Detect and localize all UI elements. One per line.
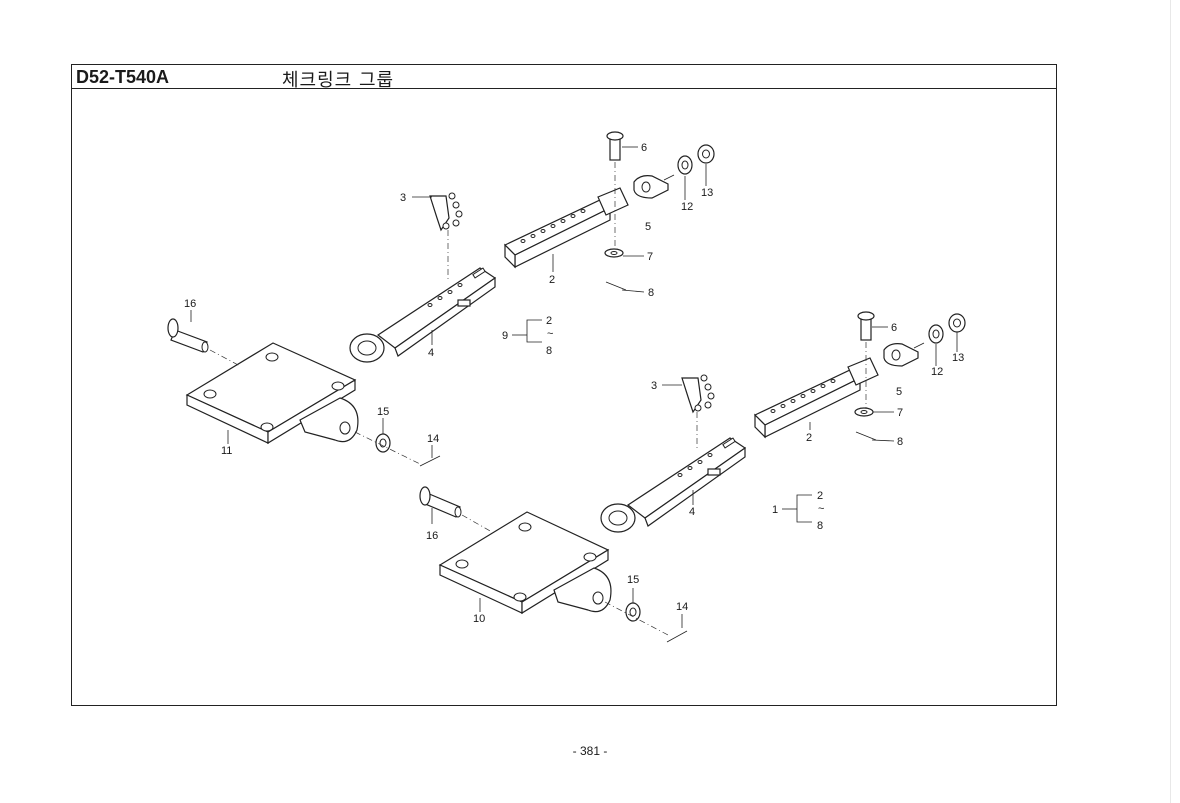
callout-13: 13 <box>952 352 964 364</box>
callout-range-start: 2 <box>546 315 552 327</box>
washer-15 <box>625 602 641 622</box>
part-group-title: 체크링크 그룹 <box>282 70 395 91</box>
callout-range-tilde: ~ <box>547 328 553 340</box>
clevis-pin-6 <box>606 131 624 250</box>
clevis-pin-16 <box>167 318 241 367</box>
eye-bolt-5 <box>883 342 925 367</box>
callout-8: 8 <box>897 436 903 448</box>
callout-16: 16 <box>426 530 438 542</box>
split-pin-8 <box>605 281 627 291</box>
callout-2: 2 <box>549 274 555 286</box>
callout-15: 15 <box>377 406 389 418</box>
nut-13 <box>697 144 715 164</box>
callout-13: 13 <box>701 187 713 199</box>
callout-9: 9 <box>502 330 508 342</box>
callout-range-tilde: ~ <box>818 503 824 515</box>
callout-5: 5 <box>645 221 651 233</box>
title-block: D52-T540A 체크링크 그룹 <box>72 65 1056 91</box>
washer-7 <box>604 248 624 258</box>
callout-5: 5 <box>896 386 902 398</box>
chain-hook-3 <box>681 374 715 450</box>
inner-tube-2 <box>753 357 879 439</box>
part-group-code: D52-T540A <box>76 67 170 87</box>
callout-range-end: 8 <box>546 345 552 357</box>
clevis-pin-16 <box>419 486 493 533</box>
check-link-body-4 <box>600 437 747 533</box>
inner-tube-2 <box>503 187 629 269</box>
nut-13 <box>948 313 966 333</box>
callout-7: 7 <box>897 407 903 419</box>
callout-14: 14 <box>427 433 439 445</box>
callout-6: 6 <box>641 142 647 154</box>
callout-labels-lower: 16 10 15 14 3 4 2 6 12 13 5 7 8 1 2 ~ 8 <box>426 322 964 625</box>
callout-3: 3 <box>651 380 657 392</box>
mounting-bracket-10 <box>438 511 612 615</box>
callout-4: 4 <box>689 506 695 518</box>
callout-6: 6 <box>891 322 897 334</box>
callout-range-end: 8 <box>817 520 823 532</box>
washer-7 <box>854 407 874 417</box>
clevis-pin-6 <box>857 311 875 408</box>
page-number: - 381 - <box>572 744 608 758</box>
split-pin-14 <box>354 431 441 467</box>
callout-10: 10 <box>473 613 485 625</box>
callout-14: 14 <box>676 601 688 613</box>
callout-1: 1 <box>772 504 778 516</box>
page-edge-line <box>1170 0 1171 803</box>
washer-12 <box>928 324 944 344</box>
mounting-bracket-11 <box>185 342 359 445</box>
callout-7: 7 <box>647 251 653 263</box>
split-pin-14 <box>604 601 688 643</box>
callout-15: 15 <box>627 574 639 586</box>
callout-range-start: 2 <box>817 490 823 502</box>
callout-4: 4 <box>428 347 434 359</box>
callout-12: 12 <box>681 201 693 213</box>
drawing-frame: D52-T540A 체크링크 그룹 <box>71 64 1057 706</box>
chain-hook-3 <box>429 192 463 280</box>
split-pin-8 <box>855 431 877 441</box>
callout-8: 8 <box>648 287 654 299</box>
check-link-body-4 <box>349 267 497 363</box>
washer-15 <box>375 433 391 453</box>
callout-3: 3 <box>400 192 406 204</box>
washer-12 <box>677 155 693 175</box>
eye-bolt-5 <box>633 174 675 199</box>
callout-16: 16 <box>184 298 196 310</box>
callout-2: 2 <box>806 432 812 444</box>
callout-labels-upper: 16 11 15 14 3 4 2 6 12 13 5 7 8 9 2 ~ 8 <box>184 142 713 457</box>
leader-lines <box>190 146 958 628</box>
callout-11: 11 <box>221 445 232 457</box>
callout-12: 12 <box>931 366 943 378</box>
